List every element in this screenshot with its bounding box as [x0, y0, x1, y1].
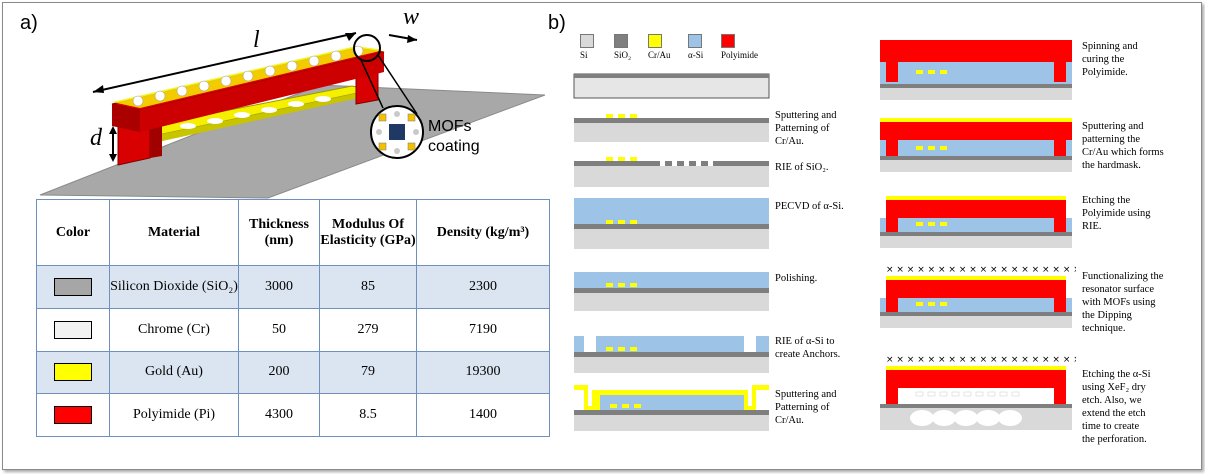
material-cell: Polyimide (Pi)	[109, 393, 239, 437]
color-swatch	[54, 277, 92, 296]
modulus-cell: 85	[319, 265, 417, 309]
col-header-thickness: Thickness (nm)	[238, 199, 320, 266]
process-steps-right: × × × × × × × × × × × × × × × × × × × × …	[880, 40, 1076, 430]
color-cell	[36, 265, 110, 309]
legend-item-si: Si	[580, 34, 594, 60]
step-caption-left-5: RIE of α-Si to create Anchors.	[775, 336, 841, 360]
materials-table: Color Material Thickness (nm) Modulus Of…	[36, 199, 550, 437]
col-header-material: Material	[109, 199, 239, 266]
cross-section-12: × × × × × × × × × × × × × × × × × × × ×	[880, 355, 1076, 430]
col-header-modulus: Modulus Of Elasticity (GPa)	[319, 199, 417, 266]
table-row: Silicon Dioxide (SiO₂) 3000 85 2300	[36, 265, 550, 309]
panel-a-label: a)	[20, 12, 38, 34]
step-caption-right-3: Etching the Polyimide using RIE.	[1082, 195, 1151, 232]
col-header-density: Density (kg/m³)	[416, 199, 550, 266]
step-caption-left-2: RIE of SiO₂.	[775, 162, 829, 173]
table-row: Polyimide (Pi) 4300 8.5 1400	[36, 393, 550, 437]
color-swatch	[54, 320, 92, 339]
cross-section-2	[574, 114, 769, 142]
legend-item-sio2: SiO₂	[614, 34, 631, 60]
length-label: l	[253, 27, 260, 53]
legend-item-polyimide: Polyimide	[721, 34, 758, 60]
step-caption-left-1: Sputtering and Patterning of Cr/Au.	[775, 110, 837, 147]
density-cell: 7190	[416, 307, 550, 352]
cross-section-8	[880, 40, 1072, 100]
density-cell: 2300	[416, 265, 550, 309]
material-cell: Chrome (Cr)	[109, 307, 239, 352]
color-swatch	[54, 406, 92, 425]
col-header-color: Color	[36, 199, 110, 266]
step-caption-right-2: Sputtering and patterning the Cr/Au whic…	[1082, 121, 1164, 171]
panel-b-label: b)	[548, 12, 566, 34]
color-cell	[36, 350, 110, 395]
material-cell: Gold (Au)	[109, 350, 239, 395]
cross-section-5	[574, 272, 769, 311]
table-header-row: Color Material Thickness (nm) Modulus Of…	[36, 199, 550, 266]
thickness-cell: 200	[238, 350, 320, 395]
step-caption-left-6: Sputtering and Patterning of Cr/Au.	[775, 389, 837, 426]
mofs-coating-label: MOFs coating	[428, 118, 480, 155]
modulus-cell: 79	[319, 350, 417, 395]
width-label: w	[403, 4, 420, 30]
cross-section-7	[574, 385, 769, 431]
svg-text:× × × × × × × × × × × × × × ×: × × × × × × × × × × × × × × × × × × × ×	[886, 355, 1076, 365]
resonator-3d-diagram	[39, 32, 546, 199]
cross-section-9	[880, 118, 1072, 172]
table-row: Chrome (Cr) 50 279 7190	[36, 307, 550, 352]
material-cell: Silicon Dioxide (SiO₂)	[109, 265, 239, 309]
cross-section-3	[574, 157, 769, 187]
modulus-cell: 279	[319, 307, 417, 352]
color-swatch	[54, 363, 92, 382]
legend-item-crau: Cr/Au	[648, 34, 671, 60]
step-caption-left-3: PECVD of α-Si.	[775, 201, 844, 212]
step-caption-right-1: Spinning and curing the Polyimide.	[1082, 41, 1138, 78]
density-cell: 1400	[416, 393, 550, 437]
depth-label: d	[90, 125, 102, 151]
cross-section-1	[573, 73, 770, 99]
svg-text:× × × × × × × × × × × × × × ×: × × × × × × × × × × × × × × × × × × × ×	[886, 265, 1076, 275]
table-row: Gold (Au) 200 79 19300	[36, 350, 550, 395]
cross-section-4	[574, 198, 769, 249]
cross-section-10	[880, 196, 1072, 248]
modulus-cell: 8.5	[319, 393, 417, 437]
thickness-cell: 50	[238, 307, 320, 352]
step-caption-right-5: Etching the α-Si using XeF₂ dry etch. Al…	[1082, 369, 1151, 445]
cross-section-11: × × × × × × × × × × × × × × × × × × × ×	[880, 265, 1076, 328]
process-steps-left	[573, 73, 770, 431]
legend-item-asi: α-Si	[688, 34, 703, 60]
cross-section-6	[574, 336, 769, 373]
step-caption-left-4: Polishing.	[775, 273, 818, 284]
density-cell: 19300	[416, 350, 550, 395]
thickness-cell: 3000	[238, 265, 320, 309]
step-caption-right-4: Functionalizing the resonator surface wi…	[1082, 271, 1164, 334]
color-cell	[36, 307, 110, 352]
thickness-cell: 4300	[238, 393, 320, 437]
color-cell	[36, 393, 110, 437]
